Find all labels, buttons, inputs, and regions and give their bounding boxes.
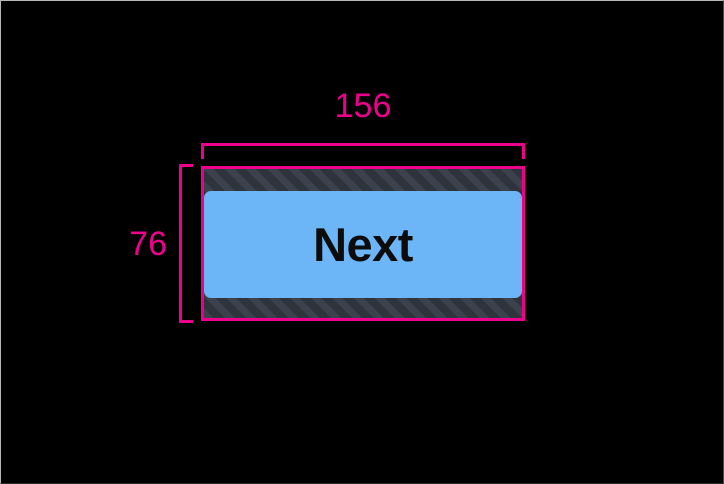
width-dimension-bracket [201, 143, 525, 159]
selection-highlight-box[interactable]: Next [201, 166, 525, 321]
width-dimension-label: 156 [334, 87, 392, 125]
next-button-label: Next [313, 218, 413, 271]
height-dimension-bracket [179, 164, 193, 323]
height-dimension-label: 76 [129, 225, 167, 263]
next-button[interactable]: Next [204, 191, 522, 298]
